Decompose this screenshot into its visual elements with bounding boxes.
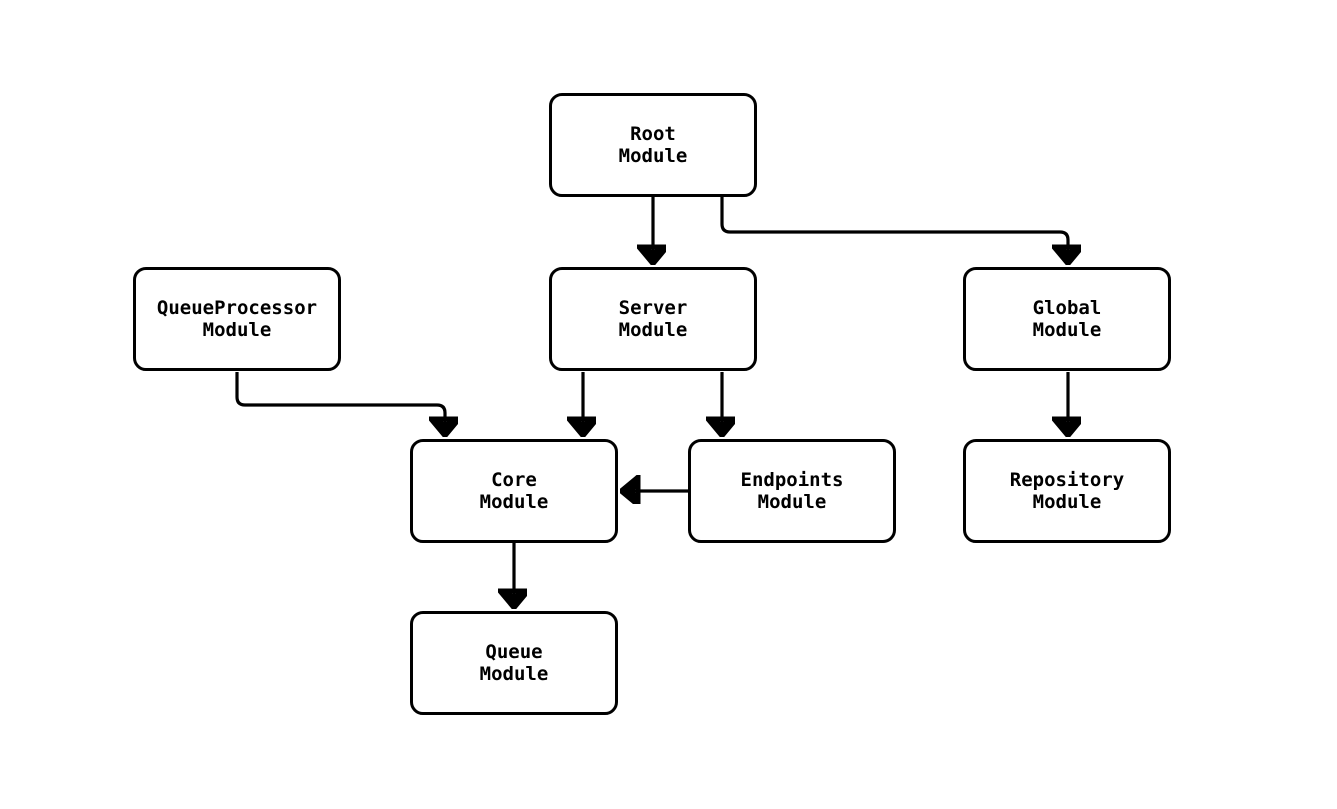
node-repository-module: Repository Module (963, 439, 1171, 543)
node-queueprocessor-module: QueueProcessor Module (133, 267, 341, 371)
node-queue-module: Queue Module (410, 611, 618, 715)
node-global-module: Global Module (963, 267, 1171, 371)
node-root-module: Root Module (549, 93, 757, 197)
node-endpoints-module: Endpoints Module (688, 439, 896, 543)
edge-queueprocessor-to-core (235, 372, 445, 431)
edge-root-to-global (720, 197, 1068, 259)
node-core-module: Core Module (410, 439, 618, 543)
node-server-module: Server Module (549, 267, 757, 371)
